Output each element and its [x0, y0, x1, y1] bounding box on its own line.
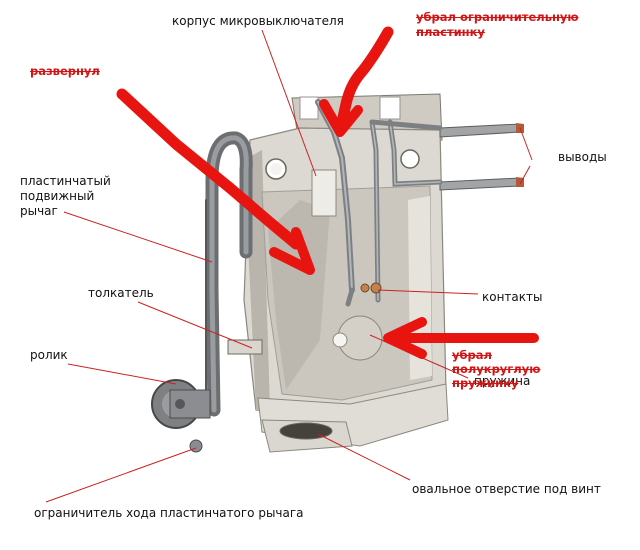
arrow-unfolded [116, 88, 302, 250]
label-oval-hole: овальное отверстие под винт [412, 482, 601, 496]
contact-point-2 [360, 283, 370, 293]
annotation-removed-limit-plate-line1: убрал ограничительную [416, 10, 579, 24]
annotation-removed-spring-line2: полукруглую [452, 362, 541, 376]
label-leaf-lever-line3: рычаг [20, 204, 58, 218]
mounting-hole-left-inner [270, 163, 282, 175]
label-roller: ролик [30, 348, 68, 362]
contact-point [370, 282, 382, 294]
top-notch-1 [299, 96, 319, 120]
top-notch-2 [379, 96, 401, 120]
annotation-removed-spring-line3: пружинку [452, 376, 519, 390]
lever-stop-pin [189, 439, 203, 453]
mounting-hole-right [400, 149, 420, 169]
leader-lines [45, 29, 533, 503]
annotation-removed-spring-line1: убрал [452, 348, 492, 362]
annotation-unfolded: развернул [30, 64, 100, 78]
label-leaf-lever-line2: подвижный [20, 189, 95, 203]
label-terminals: выводы [558, 150, 607, 164]
plunger-post [311, 169, 337, 217]
terminals [439, 123, 524, 191]
label-plunger: толкатель [88, 286, 154, 300]
plunger-rod [227, 339, 263, 355]
cavity-shadow [268, 200, 330, 390]
label-housing: корпус микровыключателя [172, 14, 344, 28]
red-arrows [116, 26, 539, 359]
roller [151, 379, 211, 429]
arrow-removed-limit-plate [336, 26, 394, 128]
label-lever-stop: ограничитель хода пластинчатого рычага [34, 506, 304, 520]
spring-seat-pin [332, 332, 348, 348]
label-contacts: контакты [482, 290, 543, 304]
annotation-removed-limit-plate-line2: пластинку [416, 25, 485, 39]
label-leaf-lever-line1: пластинчатый [20, 174, 111, 188]
label-spring: пружина [474, 374, 531, 388]
